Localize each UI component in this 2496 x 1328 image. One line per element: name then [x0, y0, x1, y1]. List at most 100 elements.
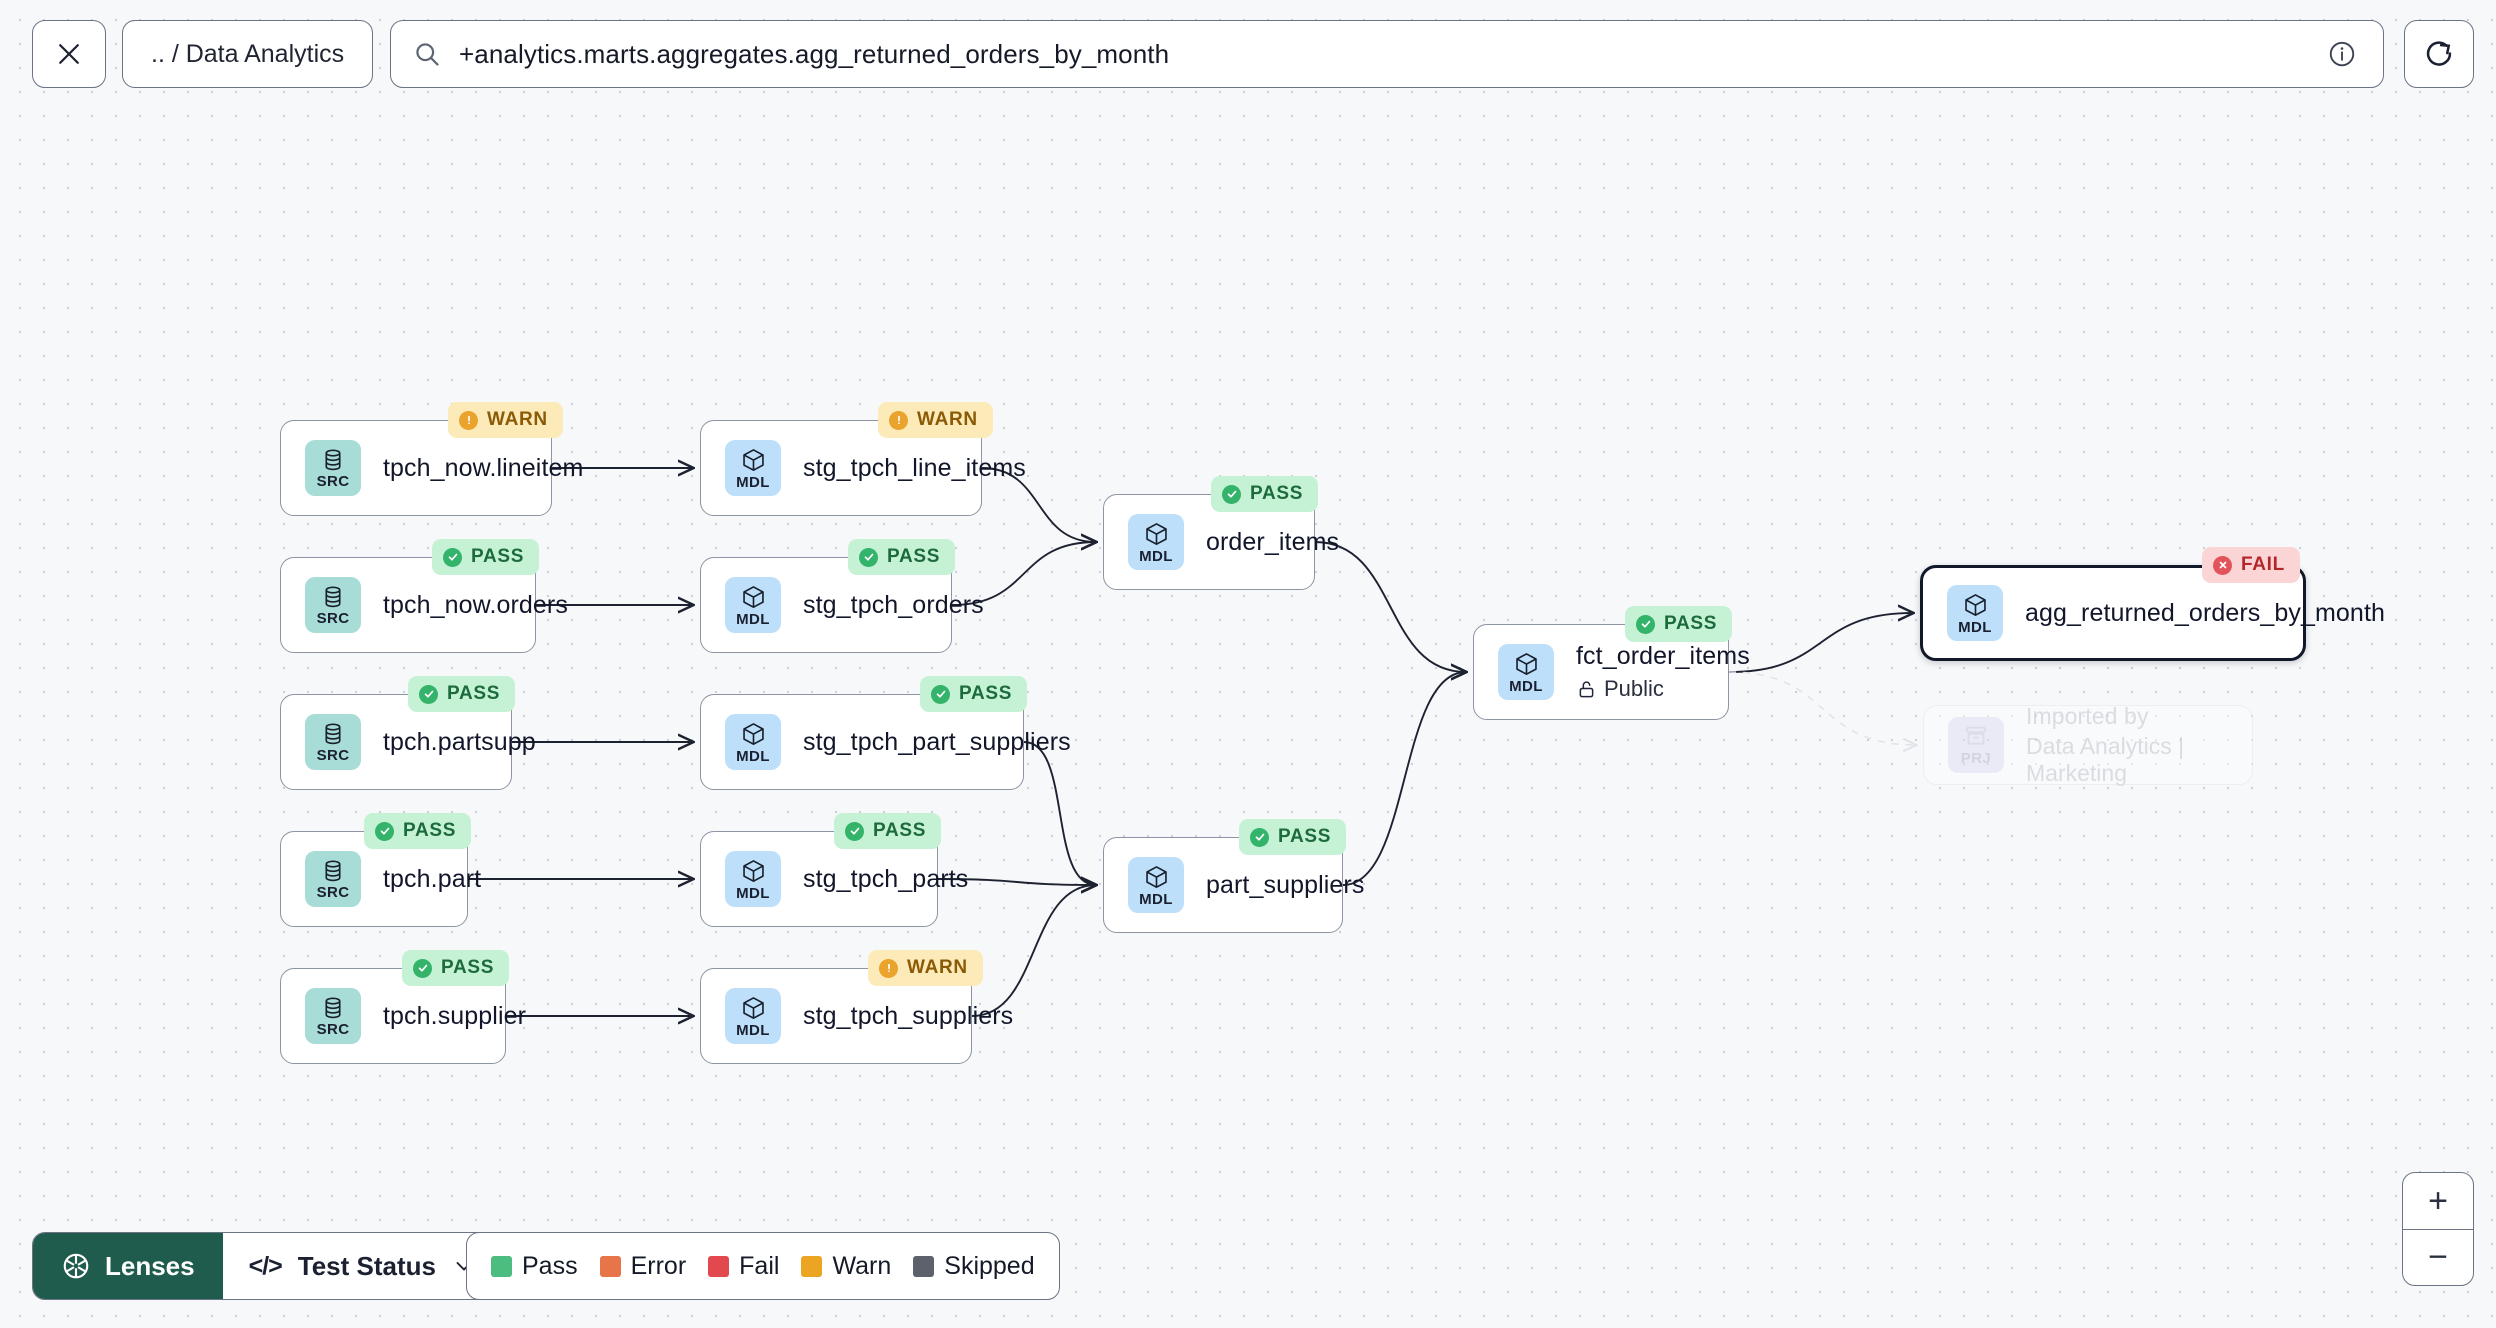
- node-kind-label: PRJ: [1960, 750, 1992, 767]
- status-badge-agg_returned: FAIL: [2202, 547, 2300, 583]
- node-kind-badge-src: SRC: [305, 440, 361, 496]
- node-title: tpch.supplier: [383, 1001, 527, 1030]
- legend-swatch-warn: [801, 1255, 823, 1277]
- node-kind-label: MDL: [1509, 677, 1543, 695]
- info-button[interactable]: [2327, 39, 2357, 69]
- pass-check-icon: [845, 821, 864, 841]
- node-subtitle: Data Analytics | Marketing: [2026, 733, 2252, 787]
- edge-part_suppliers-to-fct_order_items: [1342, 672, 1466, 886]
- node-kind-badge-mdl: MDL: [1128, 514, 1184, 570]
- node-text: stg_tpch_part_suppliers: [803, 728, 1071, 757]
- status-badge-stg_line_items: WARN: [878, 402, 993, 438]
- node-text: order_items: [1206, 528, 1339, 557]
- legend-swatch-fail: [708, 1255, 730, 1277]
- search-query-value: +analytics.marts.aggregates.agg_returned…: [459, 38, 1170, 69]
- zoom-controls: + −: [2402, 1172, 2474, 1286]
- node-kind-badge-src: SRC: [305, 577, 361, 633]
- cube-icon: [742, 585, 764, 608]
- status-badge-src_part: PASS: [364, 813, 472, 849]
- status-badge-label: WARN: [907, 957, 968, 978]
- node-kind-label: MDL: [736, 610, 770, 628]
- status-badge-order_items: PASS: [1211, 476, 1319, 512]
- node-kind-badge-mdl: MDL: [725, 577, 781, 633]
- warn-exclamation-icon: [879, 958, 898, 978]
- status-badge-fct_order_items: PASS: [1625, 606, 1733, 642]
- code-icon: </>: [248, 1251, 283, 1280]
- edge-order_items-to-fct_order_items: [1314, 541, 1466, 672]
- node-text: tpch.supplier: [383, 1001, 527, 1031]
- node-text: tpch_now.lineitem: [383, 454, 583, 483]
- node-kind-label: MDL: [736, 884, 770, 902]
- node-text: tpch.partsupp: [383, 728, 536, 757]
- node-kind-label: SRC: [316, 884, 350, 901]
- status-badge-stg_part_supp: PASS: [920, 676, 1028, 712]
- database-icon: [325, 860, 341, 882]
- node-kind-badge-src: SRC: [305, 851, 361, 907]
- search-input[interactable]: +analytics.marts.aggregates.agg_returned…: [390, 20, 2384, 88]
- cube-icon: [1515, 652, 1537, 675]
- edge-fct_order_items-to-prj_imported: [1728, 671, 1916, 745]
- node-kind-label: MDL: [1139, 890, 1173, 908]
- zoom-in-button[interactable]: +: [2428, 1181, 2448, 1220]
- node-kind-badge-mdl: MDL: [725, 440, 781, 496]
- fail-cross-icon: [2213, 555, 2232, 575]
- node-kind-badge-mdl: MDL: [1498, 644, 1554, 700]
- status-badge-label: PASS: [447, 683, 501, 704]
- status-badge-label: FAIL: [2241, 554, 2285, 575]
- cube-icon: [742, 996, 764, 1019]
- test-status-dropdown[interactable]: </> Test Status: [222, 1233, 502, 1299]
- status-badge-src_supplier: PASS: [402, 950, 510, 986]
- node-kind-label: MDL: [736, 473, 770, 491]
- node-kind-label: MDL: [1958, 618, 1992, 636]
- status-badge-label: PASS: [887, 546, 941, 567]
- refresh-button[interactable]: [2404, 20, 2474, 88]
- status-badge-label: WARN: [917, 409, 978, 430]
- legend-swatch-error: [599, 1255, 621, 1277]
- node-kind-badge-mdl: MDL: [725, 851, 781, 907]
- refresh-icon: [2426, 41, 2452, 66]
- node-text: agg_returned_orders_by_month: [2025, 598, 2385, 628]
- close-button[interactable]: [32, 20, 106, 88]
- status-badge-stg_orders: PASS: [848, 539, 956, 575]
- node-text: stg_tpch_suppliers: [803, 1001, 1014, 1031]
- database-icon: [325, 723, 341, 745]
- status-badge-label: PASS: [471, 546, 525, 567]
- status-badge-src_orders: PASS: [432, 539, 540, 575]
- legend-label: Warn: [832, 1251, 892, 1280]
- zoom-out-button[interactable]: −: [2403, 1229, 2473, 1285]
- cube-icon: [1964, 593, 1986, 616]
- status-badge-label: WARN: [487, 409, 548, 430]
- database-icon: [325, 449, 341, 471]
- node-kind-badge-mdl: MDL: [1128, 857, 1184, 913]
- node-title: tpch.part: [383, 864, 482, 893]
- node-text: tpch_now.orders: [383, 591, 568, 620]
- pass-check-icon: [419, 684, 438, 704]
- test-status-label: Test Status: [297, 1250, 436, 1281]
- search-icon: [416, 43, 439, 66]
- node-text: stg_tpch_line_items: [803, 454, 1026, 483]
- node-text: part_suppliers: [1206, 871, 1364, 900]
- node-kind-badge-mdl: MDL: [725, 714, 781, 770]
- aperture-icon: [63, 1253, 89, 1279]
- warn-exclamation-icon: [889, 410, 908, 430]
- database-icon: [325, 586, 341, 608]
- legend-item-pass: Pass: [491, 1252, 578, 1281]
- status-badge-src_lineitem: WARN: [448, 402, 563, 438]
- breadcrumb[interactable]: .. / Data Analytics: [122, 20, 374, 88]
- top-toolbar: .. / Data Analytics +analytics.marts.agg…: [0, 0, 2496, 108]
- node-title: agg_returned_orders_by_month: [2025, 598, 2385, 627]
- status-badge-part_suppliers: PASS: [1239, 819, 1347, 855]
- pass-check-icon: [413, 958, 432, 978]
- lenses-button[interactable]: Lenses: [33, 1233, 223, 1299]
- node-text: tpch.part: [383, 864, 482, 894]
- node-title: stg_tpch_suppliers: [803, 1001, 1014, 1030]
